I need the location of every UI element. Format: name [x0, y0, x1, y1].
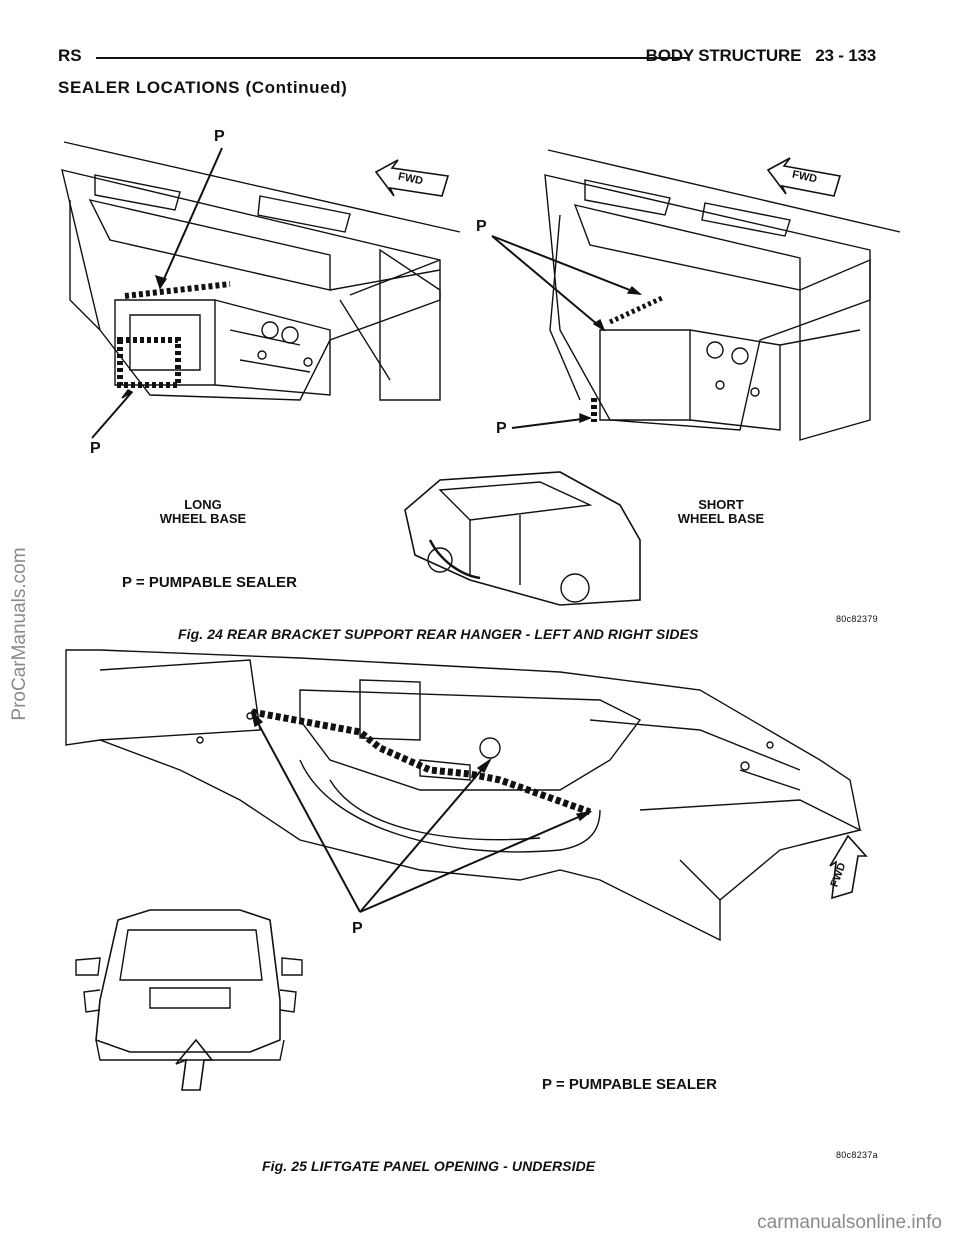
section-heading: SEALER LOCATIONS (Continued) [58, 78, 348, 97]
fig24-caption: Fig. 24 REAR BRACKET SUPPORT REAR HANGER… [178, 626, 699, 642]
fig24-label-long: LONG WHEEL BASE [159, 497, 247, 526]
fig24-label-short: SHORT WHEEL BASE [677, 497, 765, 526]
figure-24-illustration [61, 141, 901, 606]
header-section-title: BODY STRUCTURE [645, 46, 802, 65]
header-rule [96, 57, 688, 59]
fig24-legend: P = PUMPABLE SEALER [122, 574, 297, 591]
footer-watermark: carmanualsonline.info [757, 1212, 942, 1233]
fig24-marker-p2: P [90, 440, 101, 457]
fig24-marker-p4: P [496, 420, 507, 437]
fig25-caption: Fig. 25 LIFTGATE PANEL OPENING - UNDERSI… [262, 1158, 596, 1174]
figure-24: P P P P FWD FWD LONG WHEEL BASE SHORT WH… [61, 128, 901, 642]
header-left-code: RS [58, 46, 82, 65]
header-right: BODY STRUCTURE 23 - 133 [645, 46, 877, 66]
fig25-legend: P = PUMPABLE SEALER [542, 1076, 717, 1093]
header-page-number: 23 - 133 [815, 46, 876, 65]
fig24-marker-p3: P [476, 218, 487, 235]
fig25-marker-p: P [352, 920, 363, 937]
fig24-code: 80c82379 [836, 614, 878, 624]
page-header: RS BODY STRUCTURE 23 - 133 [58, 44, 880, 68]
fig24-marker-p1: P [214, 128, 225, 145]
fig25-code: 80c8237a [836, 1150, 878, 1160]
